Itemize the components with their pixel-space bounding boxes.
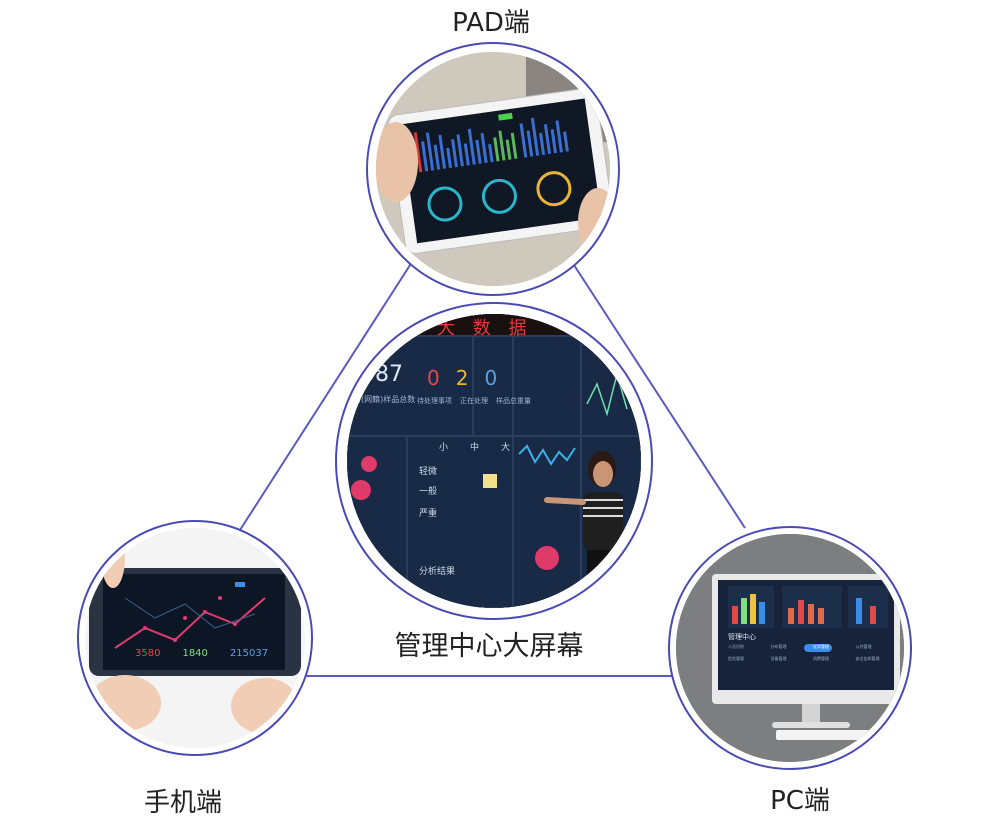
wall-grid-header: 中 (470, 443, 480, 453)
wall-counter-caption: 待处理事项 (417, 397, 452, 405)
pc-menu-item: 安全告知管理 (855, 656, 880, 661)
wall-counter: 2 (455, 366, 469, 390)
pc-menu-item: 公共管理 (855, 644, 872, 649)
pc-menu-item: 危险管理 (728, 656, 744, 661)
pc-device-circle: 管理中心 人员识别 分布管理 化学管理 公共管理 危险管理 设备管理 消费管理 … (668, 526, 912, 770)
phone-stats: 3580 1840 215037 (135, 648, 268, 659)
wall-grid-header: 大 (501, 443, 511, 453)
pc-header: 管理中心 (728, 633, 756, 641)
pc-menu-item: 设备管理 (770, 656, 787, 661)
phone-label: 手机端 (143, 788, 223, 818)
monitor-photo (676, 534, 904, 762)
phone-device-circle: 3580 1840 215037 (77, 520, 313, 756)
pc-menu-item: 化学管理 (813, 644, 829, 649)
phone-photo (85, 528, 305, 748)
pc-menu-item: 消费管理 (813, 656, 829, 661)
wall-counter-caption: 正在处理 (460, 397, 488, 405)
tablet-photo (376, 52, 610, 286)
wall-severity-mild: 轻微 (419, 467, 438, 477)
phone-stat: 215037 (229, 648, 269, 659)
connector-pad-phone (239, 261, 413, 531)
wall-counter: 0 (427, 366, 440, 390)
wall-severity-normal: 一般 (419, 487, 438, 497)
wall-counters: 0 2 0 (427, 366, 497, 390)
wall-stat-left: 387 (361, 362, 403, 387)
pc-menu-item: 人员识别 (728, 644, 744, 649)
wall-analysis-heading: 分析结果 (419, 567, 456, 577)
wall-severity-severe: 严重 (419, 509, 438, 519)
wall-counter-captions: 待处理事项 正在处理 样品总重量 (417, 396, 531, 406)
pc-menu-item: 分布管理 (770, 644, 787, 649)
wall-stat-left-caption: 信(网籍)样品总数 (353, 395, 416, 404)
wall-banner: 大 数 据 (437, 318, 533, 339)
phone-stat: 1840 (182, 648, 208, 659)
pc-label: PC端 (770, 786, 830, 816)
pc-menu: 人员识别 分布管理 化学管理 公共管理 危险管理 设备管理 消费管理 安全告知管… (728, 644, 898, 662)
center-label: 管理中心大屏幕 (394, 631, 584, 662)
phone-stat: 3580 (135, 648, 161, 659)
pad-device-circle (366, 42, 620, 296)
wall-grid-header: 小 (439, 443, 449, 453)
wall-counter: 0 (484, 366, 498, 390)
wall-grid-headers: 小 中 大 (439, 440, 510, 453)
pad-label: PAD端 (452, 8, 530, 38)
center-screen-circle: 大 数 据 387 信(网籍)样品总数 0 2 0 待处理事项 正在处理 样品总… (335, 302, 653, 620)
video-wall-photo (347, 314, 641, 608)
connector-pad-pc (571, 261, 746, 529)
wall-counter-caption: 样品总重量 (496, 397, 531, 405)
